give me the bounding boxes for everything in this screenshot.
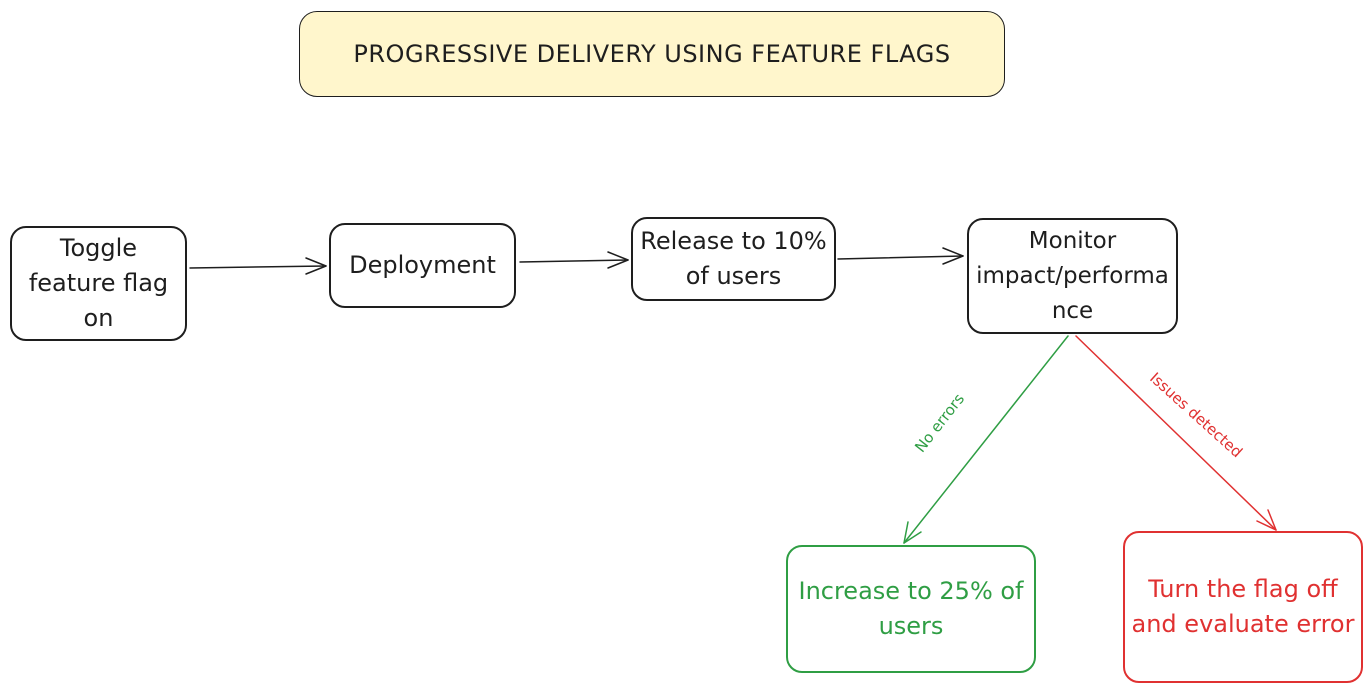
node-turn-off-flag: Turn the flag off and evaluate error [1123, 531, 1363, 683]
node-increase: Increase to 25% of users [786, 545, 1036, 673]
diagram-title: PROGRESSIVE DELIVERY USING FEATURE FLAGS [299, 11, 1005, 97]
arrow-toggle-to-deployment [189, 257, 327, 275]
diagram-title-text: PROGRESSIVE DELIVERY USING FEATURE FLAGS [353, 40, 951, 68]
node-turn-off-flag-label: Turn the flag off and evaluate error [1131, 575, 1355, 638]
node-monitor-label: Monitor impact/performance [976, 227, 1169, 324]
node-deployment-label: Deployment [349, 251, 496, 279]
arrow-release-to-monitor [837, 247, 964, 265]
arrow-deployment-to-release [519, 251, 629, 269]
edge-label-no-errors: No errors [911, 390, 969, 456]
node-toggle-feature-flag: Toggle feature flag on [10, 226, 187, 341]
node-deployment: Deployment [329, 223, 516, 308]
node-release-label: Release to 10% of users [640, 227, 827, 290]
node-toggle-feature-flag-label: Toggle feature flag on [28, 234, 169, 332]
node-release: Release to 10% of users [631, 217, 836, 301]
edge-label-issues-detected: Issues detected [1146, 368, 1246, 462]
arrow-monitor-to-turnoff [1075, 335, 1277, 531]
node-increase-label: Increase to 25% of users [798, 577, 1024, 640]
node-monitor: Monitor impact/performance [967, 218, 1178, 334]
